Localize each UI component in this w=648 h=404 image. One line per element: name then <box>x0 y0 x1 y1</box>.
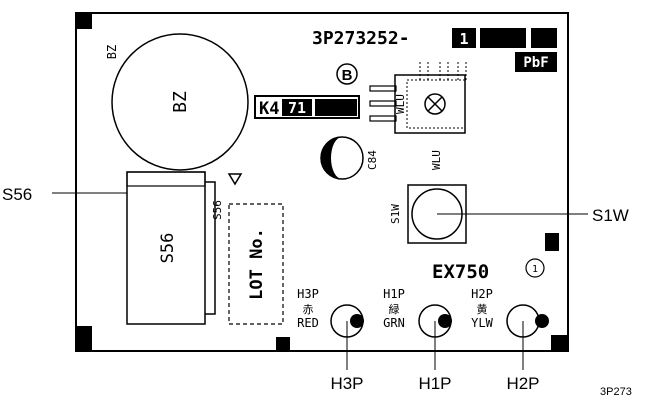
led-h3p-color: RED <box>297 316 319 330</box>
circle-one <box>525 258 545 278</box>
corner-pad <box>76 13 92 29</box>
corner-pad <box>76 326 92 351</box>
redacted-block <box>531 28 557 48</box>
board-outline <box>75 12 569 352</box>
k-label-prefix: K4 <box>259 99 279 119</box>
callout-h3p-label: H3P <box>330 374 363 393</box>
redacted-block <box>480 28 526 48</box>
s56-side-label: S56 <box>211 200 224 220</box>
s56-board-label: S56 <box>158 233 178 264</box>
pbf-label: PbF <box>523 55 548 71</box>
buzzer-outline <box>111 33 249 171</box>
s56-rim <box>126 171 206 187</box>
revision-box <box>452 28 476 48</box>
led-h2p-code: H2P <box>471 287 493 301</box>
corner-pad <box>545 233 559 251</box>
wlu-lead <box>369 100 397 107</box>
wlu-inner <box>406 79 466 129</box>
wlu-side-label: WLU <box>394 94 407 114</box>
lot-no-label: LOT No. <box>247 228 267 300</box>
capacitor-label: C84 <box>366 150 379 170</box>
wlu-below-label: WLU <box>430 150 443 170</box>
buzzer-corner-label: BZ <box>105 45 119 59</box>
pbf-badge <box>515 52 557 72</box>
revision-circle-letter: B <box>342 67 353 84</box>
footer-code: 3P273 <box>600 386 632 398</box>
wlu-knob-icon <box>424 93 446 115</box>
led-h3p-code: H3P <box>297 287 319 301</box>
wlu-lead <box>369 85 397 92</box>
led-h3p-jp: 赤 <box>303 303 314 316</box>
capacitor-fill <box>321 137 342 179</box>
k-label-frame <box>254 95 360 119</box>
s56-pin1-icon <box>227 173 243 186</box>
led-h3p-cathode <box>350 314 364 328</box>
callout-h1p-label: H1P <box>418 374 451 393</box>
wlu-lead <box>369 115 397 122</box>
circle-one-text: 1 <box>532 264 538 275</box>
revision-circle <box>336 63 358 85</box>
s1w-board-label: S1W <box>389 204 402 224</box>
led-h2p-jp: 黄 <box>477 302 488 316</box>
s56-latch <box>205 181 216 315</box>
callout-s56-label: S56 <box>2 185 32 204</box>
revision-mark: 1 <box>459 30 468 48</box>
led-h1p-jp: 緑 <box>389 302 400 316</box>
callout-h2p-label: H2P <box>506 374 539 393</box>
model-label: EX750 <box>432 261 489 283</box>
led-h1p-cathode <box>438 314 452 328</box>
k-label-box-text: 71 <box>288 99 306 117</box>
part-number: 3P273252- <box>312 28 410 49</box>
k-label-box <box>282 99 312 116</box>
k-label-redacted <box>315 99 357 116</box>
led-h1p-color: GRN <box>383 316 405 330</box>
led-h1p-code: H1P <box>383 287 405 301</box>
wlu-knob-cross <box>427 96 443 112</box>
callout-s1w-label: S1W <box>592 206 629 225</box>
lot-no-box <box>228 203 284 325</box>
corner-pad <box>276 337 290 351</box>
buzzer-label: BZ <box>170 91 191 113</box>
corner-pad <box>551 335 568 351</box>
led-h2p-color: YLW <box>471 316 493 330</box>
led-h2p-cathode <box>535 314 549 328</box>
